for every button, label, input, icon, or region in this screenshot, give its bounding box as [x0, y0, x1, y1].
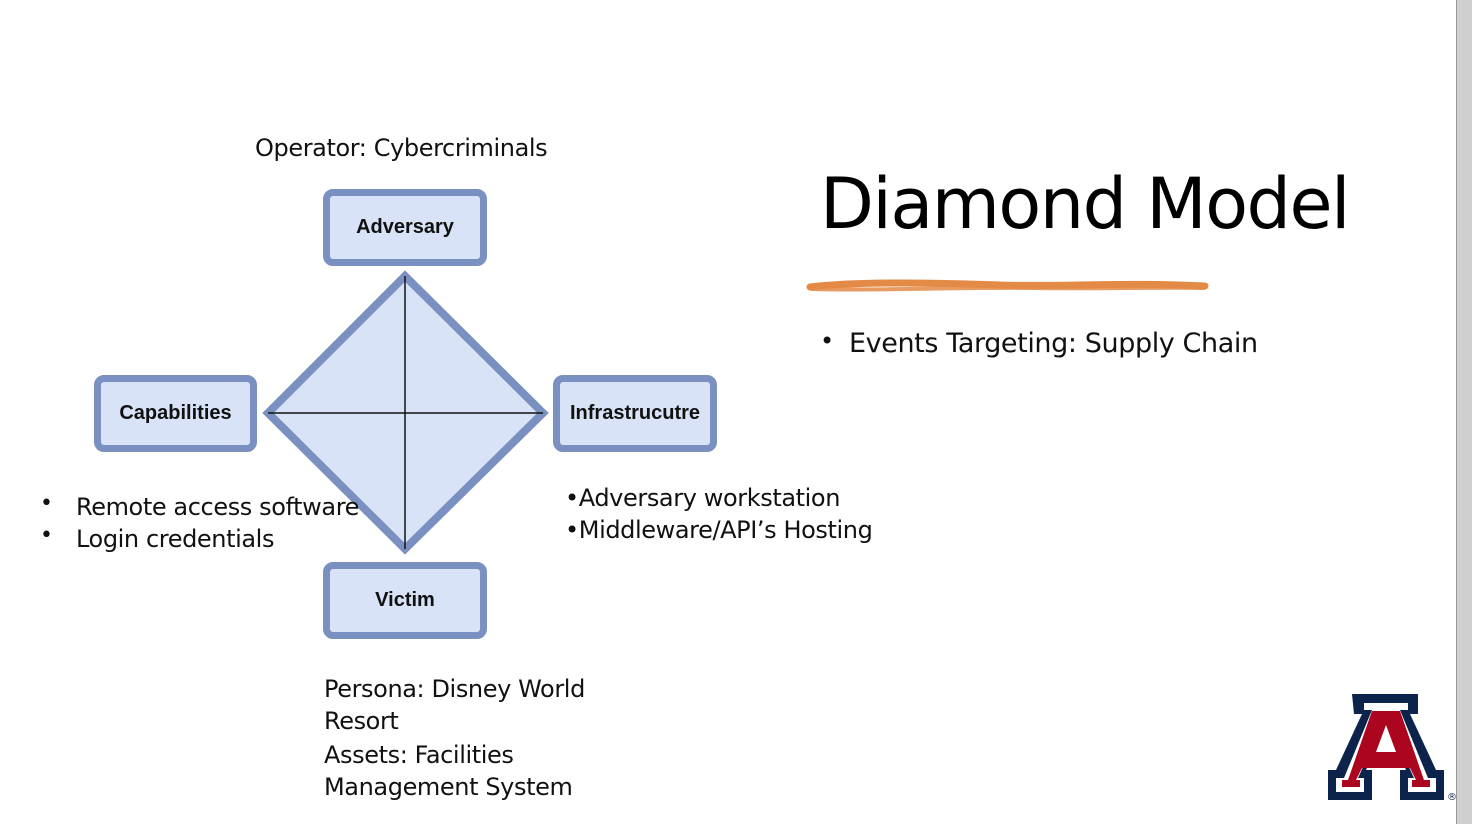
- node-adversary-label: Adversary: [356, 216, 454, 238]
- node-victim: Victim: [323, 562, 487, 639]
- victim-line: Management System: [324, 773, 573, 801]
- university-logo: ®: [1328, 694, 1456, 803]
- node-infrastructure-label: Infrastrucutre: [569, 402, 701, 424]
- logo-trademark: ®: [1447, 792, 1456, 803]
- victim-line: Resort: [324, 707, 399, 735]
- slide-edge-strip: [1457, 0, 1472, 824]
- operator-label: Operator: Cybercriminals: [255, 134, 548, 162]
- node-victim-label: Victim: [375, 589, 435, 611]
- node-infrastructure: Infrastrucutre: [553, 375, 717, 452]
- node-capabilities-label: Capabilities: [119, 402, 232, 424]
- title-underline: [806, 279, 1209, 292]
- infrastructure-item: •Middleware/API’s Hosting: [565, 516, 873, 544]
- victim-line: Persona: Disney World: [324, 675, 585, 703]
- node-capabilities: Capabilities: [94, 375, 257, 452]
- slide-edge-line: [1456, 0, 1457, 824]
- slide-title: Diamond Model: [820, 163, 1350, 245]
- node-adversary: Adversary: [323, 189, 487, 266]
- logo-counter: [1376, 725, 1396, 752]
- victim-line: Assets: Facilities: [324, 741, 514, 769]
- infrastructure-item: •Adversary workstation: [565, 484, 841, 512]
